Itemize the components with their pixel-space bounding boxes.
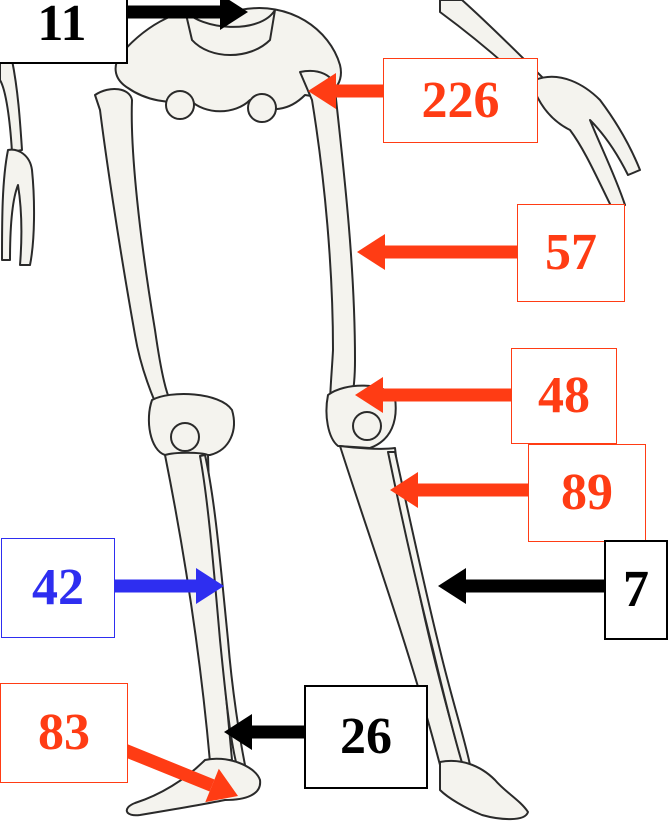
arrow-11-head [220,0,248,30]
arrow-48-head [355,377,383,413]
label-226: 226 [383,58,538,143]
label-48: 48 [511,348,617,444]
arrow-11 [112,0,248,30]
arrow-26 [224,714,304,750]
label-11-text: 11 [37,0,86,50]
arrow-26-head [224,714,252,750]
arrow-48 [355,377,511,413]
label-7-text: 7 [623,564,649,616]
arrow-7 [438,568,604,604]
label-57: 57 [517,204,625,302]
arrow-89 [390,472,528,508]
label-26-text: 26 [340,711,392,763]
label-89-text: 89 [561,467,613,519]
arrow-57-head [357,234,385,270]
arrow-42-head [196,568,224,604]
label-42: 42 [1,538,115,638]
arrow-89-head [390,472,418,508]
label-226-text: 226 [422,75,500,127]
label-83-text: 83 [38,707,90,759]
arrow-83 [112,745,238,802]
arrow-226-head [308,73,336,109]
label-89: 89 [528,444,646,542]
label-57-text: 57 [545,227,597,279]
label-26: 26 [304,685,428,789]
label-7: 7 [604,540,668,640]
label-83: 83 [0,683,128,783]
label-48-text: 48 [538,370,590,422]
label-11: 11 [0,0,128,64]
arrow-57 [357,234,517,270]
arrow-7-head [438,568,466,604]
arrow-42 [115,568,224,604]
label-42-text: 42 [32,562,84,614]
arrow-226 [308,73,383,109]
